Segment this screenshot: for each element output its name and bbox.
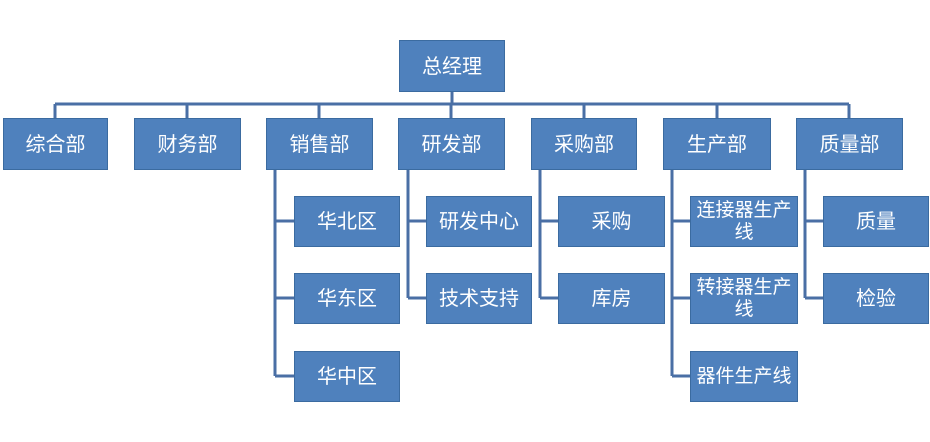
sub-label: 检验	[856, 286, 896, 310]
sub-label: 华北区	[317, 209, 377, 233]
sub-node-quality[interactable]: 质量	[823, 196, 929, 247]
sub-label: 质量	[856, 209, 896, 233]
sub-node-tech-support[interactable]: 技术支持	[426, 273, 532, 324]
sub-label: 华中区	[317, 364, 377, 388]
sub-label: 研发中心	[439, 209, 519, 233]
sub-label: 连接器生产线	[696, 198, 792, 243]
sub-node-adapter-line[interactable]: 转接器生产线	[690, 273, 798, 324]
dept-node-7[interactable]: 质量部	[796, 118, 903, 170]
dept-node-6[interactable]: 生产部	[663, 118, 771, 170]
sub-node-device-line[interactable]: 器件生产线	[690, 351, 798, 402]
sub-node-warehouse[interactable]: 库房	[558, 273, 665, 324]
sub-label: 器件生产线	[696, 364, 792, 387]
dept-label: 生产部	[687, 131, 747, 156]
dept-label: 销售部	[289, 131, 350, 156]
sub-node-sales-central[interactable]: 华中区	[294, 351, 400, 402]
sub-label: 采购	[591, 209, 632, 233]
sub-node-purchasing[interactable]: 采购	[558, 196, 665, 247]
sub-node-sales-north[interactable]: 华北区	[294, 196, 400, 247]
node-ceo-label: 总经理	[422, 53, 482, 78]
dept-label: 采购部	[554, 131, 614, 156]
sub-label: 技术支持	[439, 286, 519, 310]
dept-label: 研发部	[421, 131, 482, 156]
sub-label: 转接器生产线	[696, 275, 792, 320]
sub-node-rd-center[interactable]: 研发中心	[426, 196, 532, 247]
dept-label: 财务部	[157, 131, 218, 156]
dept-node-3[interactable]: 销售部	[266, 118, 373, 170]
dept-node-2[interactable]: 财务部	[134, 118, 241, 170]
dept-node-1[interactable]: 综合部	[3, 118, 108, 170]
sub-label: 华东区	[317, 286, 377, 310]
dept-label: 质量部	[819, 131, 880, 156]
node-ceo[interactable]: 总经理	[399, 40, 505, 92]
dept-node-5[interactable]: 采购部	[531, 118, 637, 170]
sub-label: 库房	[591, 286, 632, 310]
sub-node-connector-line[interactable]: 连接器生产线	[690, 196, 798, 247]
dept-label: 综合部	[25, 131, 86, 156]
sub-node-inspection[interactable]: 检验	[823, 273, 929, 324]
dept-node-4[interactable]: 研发部	[398, 118, 505, 170]
sub-node-sales-east[interactable]: 华东区	[294, 273, 400, 324]
